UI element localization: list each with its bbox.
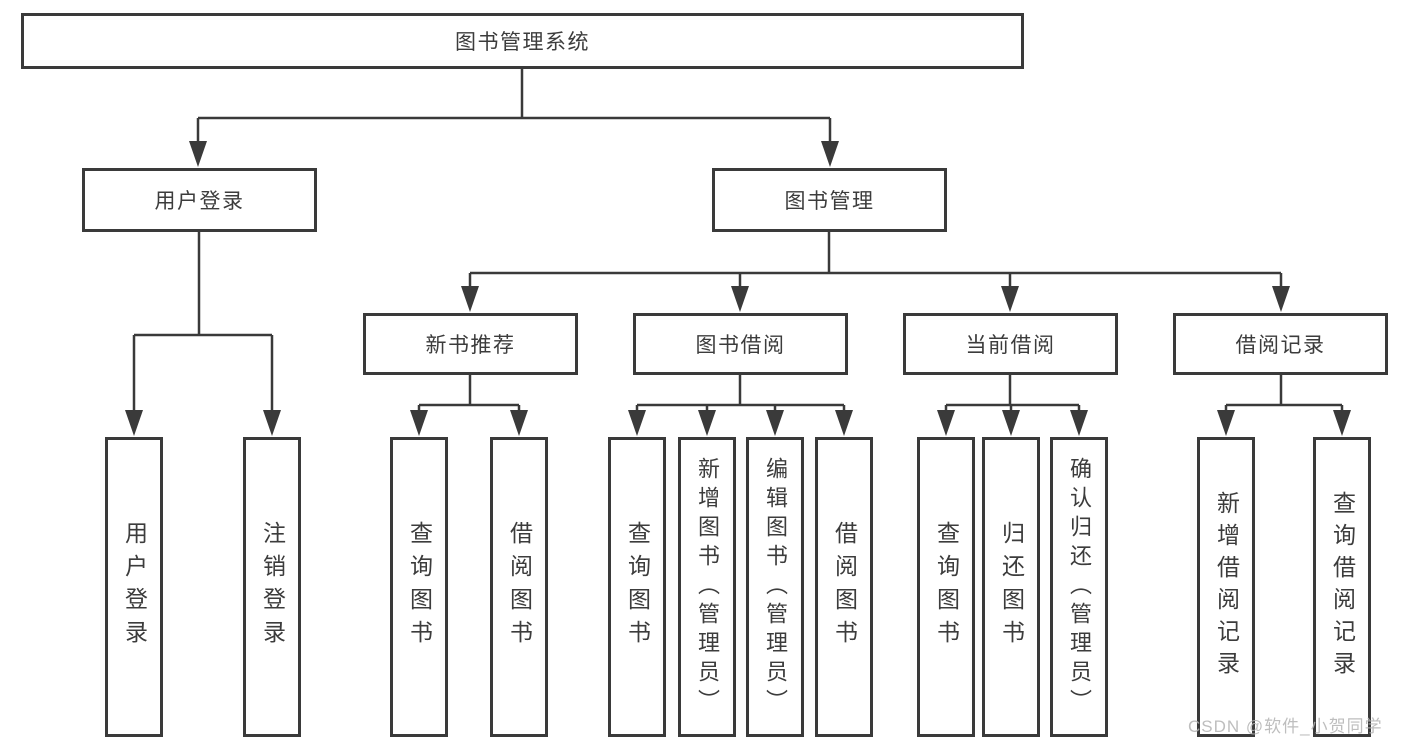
- leaf-confirm-return-admin: 确认归还（管理员）: [1050, 437, 1108, 737]
- leaf-label: 新增借阅记录: [1213, 491, 1240, 683]
- leaf-borrow-books-1: 借阅图书: [490, 437, 548, 737]
- leaf-edit-book-admin: 编辑图书（管理员）: [746, 437, 804, 737]
- node-new-book-recommend: 新书推荐: [363, 313, 578, 375]
- node-book-borrow: 图书借阅: [633, 313, 848, 375]
- csdn-watermark: CSDN @软件_小贺同学: [1188, 717, 1383, 736]
- leaf-user-login: 用户登录: [105, 437, 163, 737]
- node-current-borrow: 当前借阅: [903, 313, 1118, 375]
- leaf-label: 借阅图书: [506, 521, 533, 653]
- leaf-query-borrow-record: 查询借阅记录: [1313, 437, 1371, 737]
- leaf-label: 借阅图书: [831, 521, 858, 653]
- leaf-label: 查询图书: [624, 521, 651, 653]
- node-root-label: 图书管理系统: [455, 31, 590, 54]
- node-borrow-records-label: 借阅记录: [1235, 334, 1326, 357]
- leaf-add-book-admin: 新增图书（管理员）: [678, 437, 736, 737]
- leaf-borrow-books-2: 借阅图书: [815, 437, 873, 737]
- leaf-label: 查询图书: [406, 521, 433, 653]
- leaf-label: 编辑图书（管理员）: [763, 456, 788, 718]
- leaf-query-books-2: 查询图书: [608, 437, 666, 737]
- leaf-logout: 注销登录: [243, 437, 301, 737]
- node-book-management: 图书管理: [712, 168, 947, 232]
- leaf-label: 用户登录: [121, 521, 148, 653]
- leaf-return-books: 归还图书: [982, 437, 1040, 737]
- leaf-label: 归还图书: [998, 521, 1025, 653]
- leaf-query-books-1: 查询图书: [390, 437, 448, 737]
- node-user-login-label: 用户登录: [154, 190, 245, 213]
- leaf-label: 查询图书: [933, 521, 960, 653]
- node-root: 图书管理系统: [21, 13, 1024, 69]
- node-book-management-label: 图书管理: [784, 190, 875, 213]
- node-current-borrow-label: 当前借阅: [965, 334, 1056, 357]
- leaf-add-borrow-record: 新增借阅记录: [1197, 437, 1255, 737]
- leaf-query-books-3: 查询图书: [917, 437, 975, 737]
- node-new-book-recommend-label: 新书推荐: [425, 334, 516, 357]
- arrowheads: [125, 141, 1351, 436]
- node-borrow-records: 借阅记录: [1173, 313, 1388, 375]
- leaf-label: 确认归还（管理员）: [1067, 456, 1092, 718]
- leaf-label: 新增图书（管理员）: [695, 456, 720, 718]
- leaf-label: 查询借阅记录: [1329, 491, 1356, 683]
- leaf-label: 注销登录: [259, 521, 286, 653]
- node-user-login: 用户登录: [82, 168, 317, 232]
- node-book-borrow-label: 图书借阅: [695, 334, 786, 357]
